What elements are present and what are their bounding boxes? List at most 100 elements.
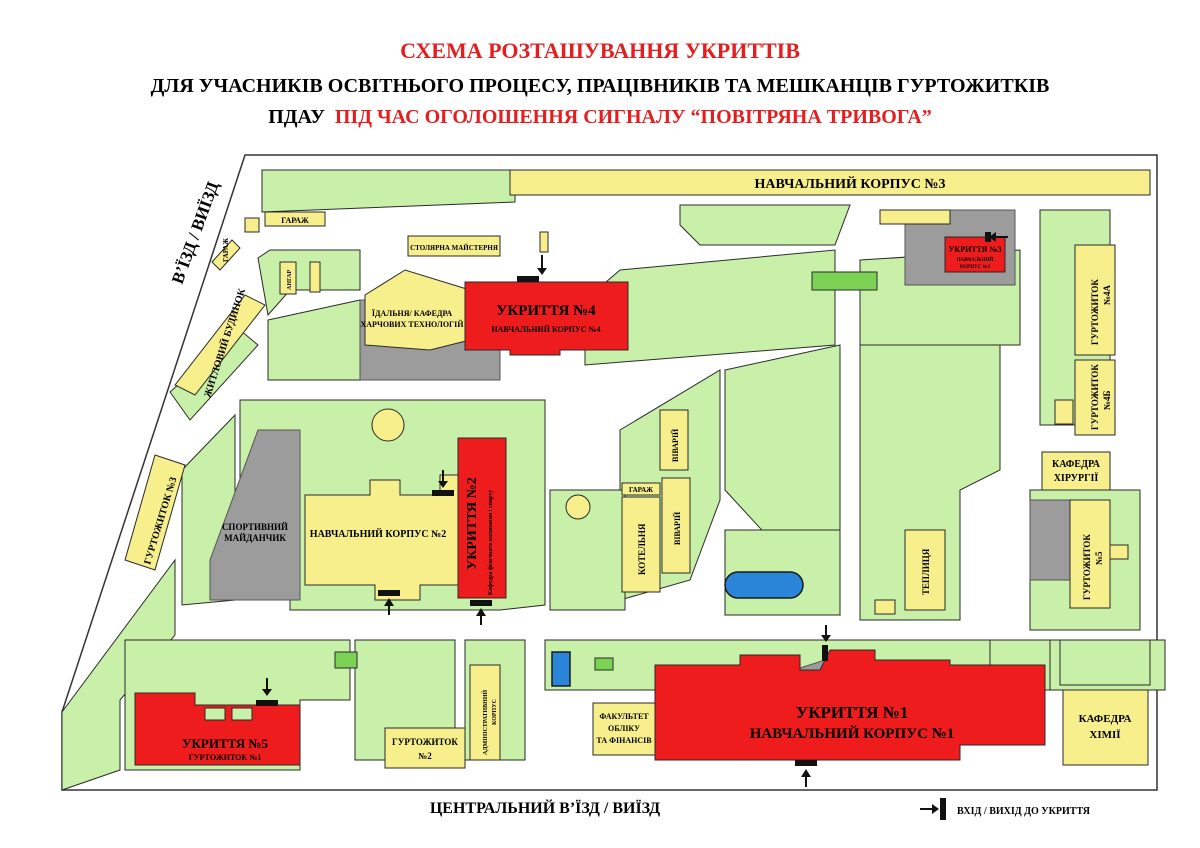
shelter-3-subtitle-1: НАВЧАЛЬНИЙ xyxy=(957,257,994,263)
entrance-marker-shelter-2-top xyxy=(432,470,454,496)
building-khirurhii-label-2: ХІРУРГІЇ xyxy=(1054,471,1099,484)
entrance-marker-korpus-2 xyxy=(378,590,400,615)
green-block-southwest xyxy=(334,651,358,669)
entrance-marker-shelter-5 xyxy=(256,678,278,706)
building-kotelnia xyxy=(621,496,661,593)
building-angar-label: АНГАР xyxy=(287,270,293,290)
shelter-4-title: УКРИТТЯ №4 xyxy=(496,303,596,319)
building-hurt4b xyxy=(1074,359,1116,436)
green-area-west-corner xyxy=(61,558,176,791)
building-stolyarna-label: СТОЛЯРНА МАЙСТЕРНЯ xyxy=(410,244,498,252)
map-subtitle-line-2: ПДАУ ПІД ЧАС ОГОЛОШЕННЯ СИГНАЛУ “ПОВІТРЯ… xyxy=(0,106,1200,129)
legend: ВХІД / ВИХІД ДО УКРИТТЯ xyxy=(920,798,1091,820)
green-block-south-1 xyxy=(594,657,614,671)
building-annex-east xyxy=(1054,399,1074,425)
green-area-center-north xyxy=(679,204,851,246)
building-hurt5-annex xyxy=(1109,544,1129,560)
building-hurt5-label-1: ГУРТОЖИТОК xyxy=(1082,534,1092,600)
building-fakultet-label-2: ОБЛІКУ xyxy=(608,724,640,733)
green-area-top-strip xyxy=(261,169,516,213)
building-hurt2-label-1: ГУРТОЖИТОК xyxy=(392,737,458,747)
building-hurt3 xyxy=(124,454,186,571)
paved-area-sport xyxy=(209,429,301,601)
building-vivarii-1 xyxy=(659,409,689,471)
building-hurt4a-label-1: ГУРТОЖИТОК xyxy=(1090,279,1100,345)
fountain-central xyxy=(565,494,591,520)
building-small-1 xyxy=(244,217,260,233)
entrance-marker-shelter-1-bottom xyxy=(795,760,817,787)
green-area-hurt1-yard-1 xyxy=(204,707,226,721)
shelter-5-hurt-1 xyxy=(134,692,301,766)
building-garazh-left-label: ГАРАЖ xyxy=(222,238,230,262)
sport-ground-label-1: СПОРТИВНИЙ xyxy=(222,522,288,532)
building-hurt4a-label-2: №4А xyxy=(1102,284,1112,305)
building-kotelnia-label: КОТЕЛЬНЯ xyxy=(637,523,647,575)
building-garazh-left xyxy=(211,239,241,271)
building-annex xyxy=(879,209,951,225)
building-hurt2-label-2: №2 xyxy=(418,751,432,761)
building-vivarii-2 xyxy=(661,477,691,574)
building-korpus-3 xyxy=(509,169,1151,196)
building-teplytsia-label: ТЕПЛИЦЯ xyxy=(921,548,931,595)
building-idalnia-label-2: ХАРЧОВИХ ТЕХНОЛОГІЙ xyxy=(361,320,465,329)
building-khimii-label-1: КАФЕДРА xyxy=(1079,713,1132,725)
shelter-2-title: УКРИТТЯ №2 xyxy=(465,477,480,570)
entrance-marker-shelter-3 xyxy=(985,232,1008,242)
building-hurt5-label-2: №5 xyxy=(1094,551,1104,565)
building-teplytsia xyxy=(904,529,946,611)
building-hurt4b-label-2: №4Б xyxy=(1102,390,1112,410)
shelter-2-kafedra xyxy=(457,437,507,599)
building-fakultet-label-1: ФАКУЛЬТЕТ xyxy=(599,712,649,721)
green-block-top xyxy=(811,271,878,291)
legend-label: ВХІД / ВИХІД ДО УКРИТТЯ xyxy=(957,806,1091,817)
arrow-entrance-icon xyxy=(920,798,946,820)
green-area-east-edge xyxy=(1059,639,1151,686)
building-garazh-mid xyxy=(621,482,661,496)
building-fakultet xyxy=(592,702,656,756)
building-stolyarna xyxy=(407,235,501,257)
entrance-marker-shelter-2-bottom xyxy=(470,600,492,625)
building-admin xyxy=(469,664,501,761)
fountain-north xyxy=(371,408,405,442)
shelter-3-korpus-3 xyxy=(944,236,1006,273)
sport-ground-label-2: МАЙДАНЧИК xyxy=(224,533,286,543)
building-small-2 xyxy=(539,231,549,253)
entrance-marker-shelter-4 xyxy=(517,255,547,282)
building-hurt4b-label-1: ГУРТОЖИТОК xyxy=(1090,364,1100,430)
building-khimii xyxy=(1062,689,1149,766)
building-idalnia-label-1: ЇДАЛЬНЯ/ КАФЕДРА xyxy=(372,309,453,318)
map-subtitle-line-1: ДЛЯ УЧАСНИКІВ ОСВІТНЬОГО ПРОЦЕСУ, ПРАЦІВ… xyxy=(150,75,1050,97)
building-hurt2 xyxy=(384,727,466,769)
building-garazh-top-label: ГАРАЖ xyxy=(281,216,309,225)
building-admin-label-2: КОРПУС xyxy=(492,699,498,725)
building-khimii-label-2: ХІМІЇ xyxy=(1089,728,1120,741)
subtitle-org: ПДАУ xyxy=(268,106,325,128)
shelter-3-subtitle-2: КОРПУС №3 xyxy=(960,264,991,270)
shelter-4-subtitle: НАВЧАЛЬНИЙ КОРПУС №4 xyxy=(491,325,600,334)
shelter-4-korpus-4 xyxy=(464,281,629,356)
building-hurt4a xyxy=(1074,244,1116,356)
building-hurt5 xyxy=(1069,499,1111,609)
central-entrance-label: ЦЕНТРАЛЬНИЙ В’ЇЗД / ВИЇЗД xyxy=(430,798,660,817)
green-area-hurt1-yard-2 xyxy=(231,707,253,721)
paved-area-hurt5 xyxy=(1029,499,1076,581)
building-vivarii-1-label: ВІВАРІЙ xyxy=(671,428,680,462)
building-angar xyxy=(279,261,297,295)
building-zhytlovyi xyxy=(174,294,266,396)
map-title: СХЕМА РОЗТАШУВАННЯ УКРИТТІВ xyxy=(400,38,800,63)
building-korpus-2-label: НАВЧАЛЬНИЙ КОРПУС №2 xyxy=(310,528,446,540)
building-garazh-top xyxy=(264,211,326,227)
water-basin-small xyxy=(551,651,571,687)
building-vivarii-2-label: ВІВАРІЙ xyxy=(673,511,682,545)
shelter-1-subtitle: НАВЧАЛЬНИЙ КОРПУС №1 xyxy=(750,725,955,742)
building-khirurhii-label-1: КАФЕДРА xyxy=(1052,459,1101,470)
building-korpus-3-label: НАВЧАЛЬНИЙ КОРПУС №3 xyxy=(755,175,946,192)
building-garazh-mid-label: ГАРАЖ xyxy=(629,486,653,494)
shelter-3-title: УКРИТТЯ №3 xyxy=(949,245,1002,254)
building-khirurhii xyxy=(1041,451,1111,491)
building-fakultet-label-3: ТА ФІНАНСІВ xyxy=(596,736,652,745)
shelter-5-title: УКРИТТЯ №5 xyxy=(182,736,269,751)
building-greenhouse-annex xyxy=(874,599,896,615)
shelter-5-subtitle: ГУРТОЖИТОК №1 xyxy=(189,753,262,762)
